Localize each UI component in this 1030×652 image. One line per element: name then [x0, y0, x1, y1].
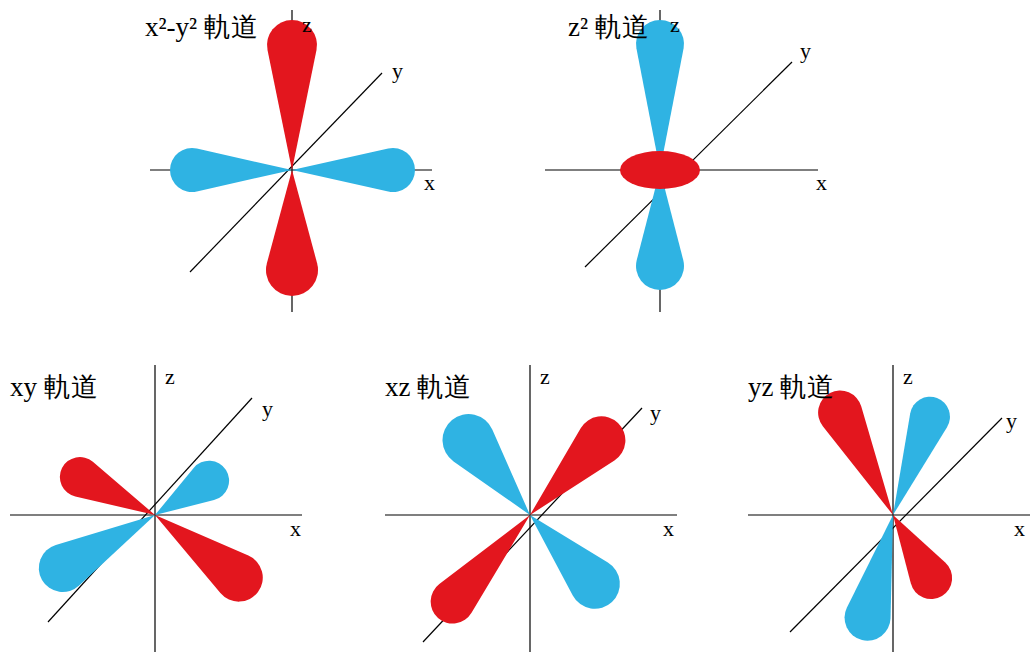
axis-label: y — [800, 40, 811, 62]
axis-line — [423, 408, 642, 642]
orbital-plot — [545, 10, 818, 312]
orbital-lobe — [170, 148, 292, 192]
axis-label: x — [816, 172, 827, 194]
orbital-title: xy 軌道 — [10, 374, 98, 401]
axis-label: z — [903, 366, 913, 388]
orbital-lobe — [39, 515, 155, 592]
axis-label: z — [540, 366, 550, 388]
axis-label: y — [650, 402, 661, 424]
orbital-plot — [385, 365, 677, 652]
orbital-lobe — [292, 148, 415, 192]
orbital-title: x²-y² 軌道 — [145, 14, 258, 41]
orbital-lobe — [442, 414, 530, 515]
axis-label: y — [262, 398, 273, 420]
axis-label: x — [290, 518, 301, 540]
axis-line — [748, 514, 1030, 515]
orbital-lobe — [155, 461, 229, 515]
axis-label: x — [663, 518, 674, 540]
orbital-title: z² 軌道 — [568, 14, 649, 41]
orbital-lobe — [155, 515, 263, 602]
orbital-lobe — [431, 515, 530, 624]
axis-label: x — [1014, 518, 1025, 540]
axis-label: z — [165, 366, 175, 388]
orbital-plot — [150, 10, 432, 312]
axis-line — [892, 365, 893, 652]
orbital-lobe — [893, 397, 950, 515]
axis-line — [385, 514, 677, 515]
orbital-lobe — [60, 457, 155, 515]
orbital-lobe — [266, 170, 318, 296]
axis-line — [585, 62, 792, 267]
axis-label: y — [1006, 410, 1017, 432]
orbital-plot — [748, 365, 1030, 652]
axis-line — [529, 365, 530, 652]
orbital-title: yz 軌道 — [748, 374, 834, 401]
orbital-lobe — [636, 20, 684, 170]
orbital-plot — [10, 365, 302, 652]
axis-label: z — [670, 14, 680, 36]
orbital-ring — [620, 151, 700, 189]
axis-line — [790, 418, 1002, 632]
axis-label: x — [424, 172, 435, 194]
orbital-lobe — [267, 20, 317, 170]
orbital-title: xz 軌道 — [385, 374, 471, 401]
axis-line — [154, 365, 155, 652]
orbital-lobe — [845, 515, 893, 641]
orbital-lobe — [530, 416, 625, 515]
axis-label: y — [392, 60, 403, 82]
axis-label: z — [302, 14, 312, 36]
orbital-lobe — [530, 515, 620, 609]
orbital-lobe — [893, 515, 952, 599]
orbital-lobe — [818, 391, 893, 515]
